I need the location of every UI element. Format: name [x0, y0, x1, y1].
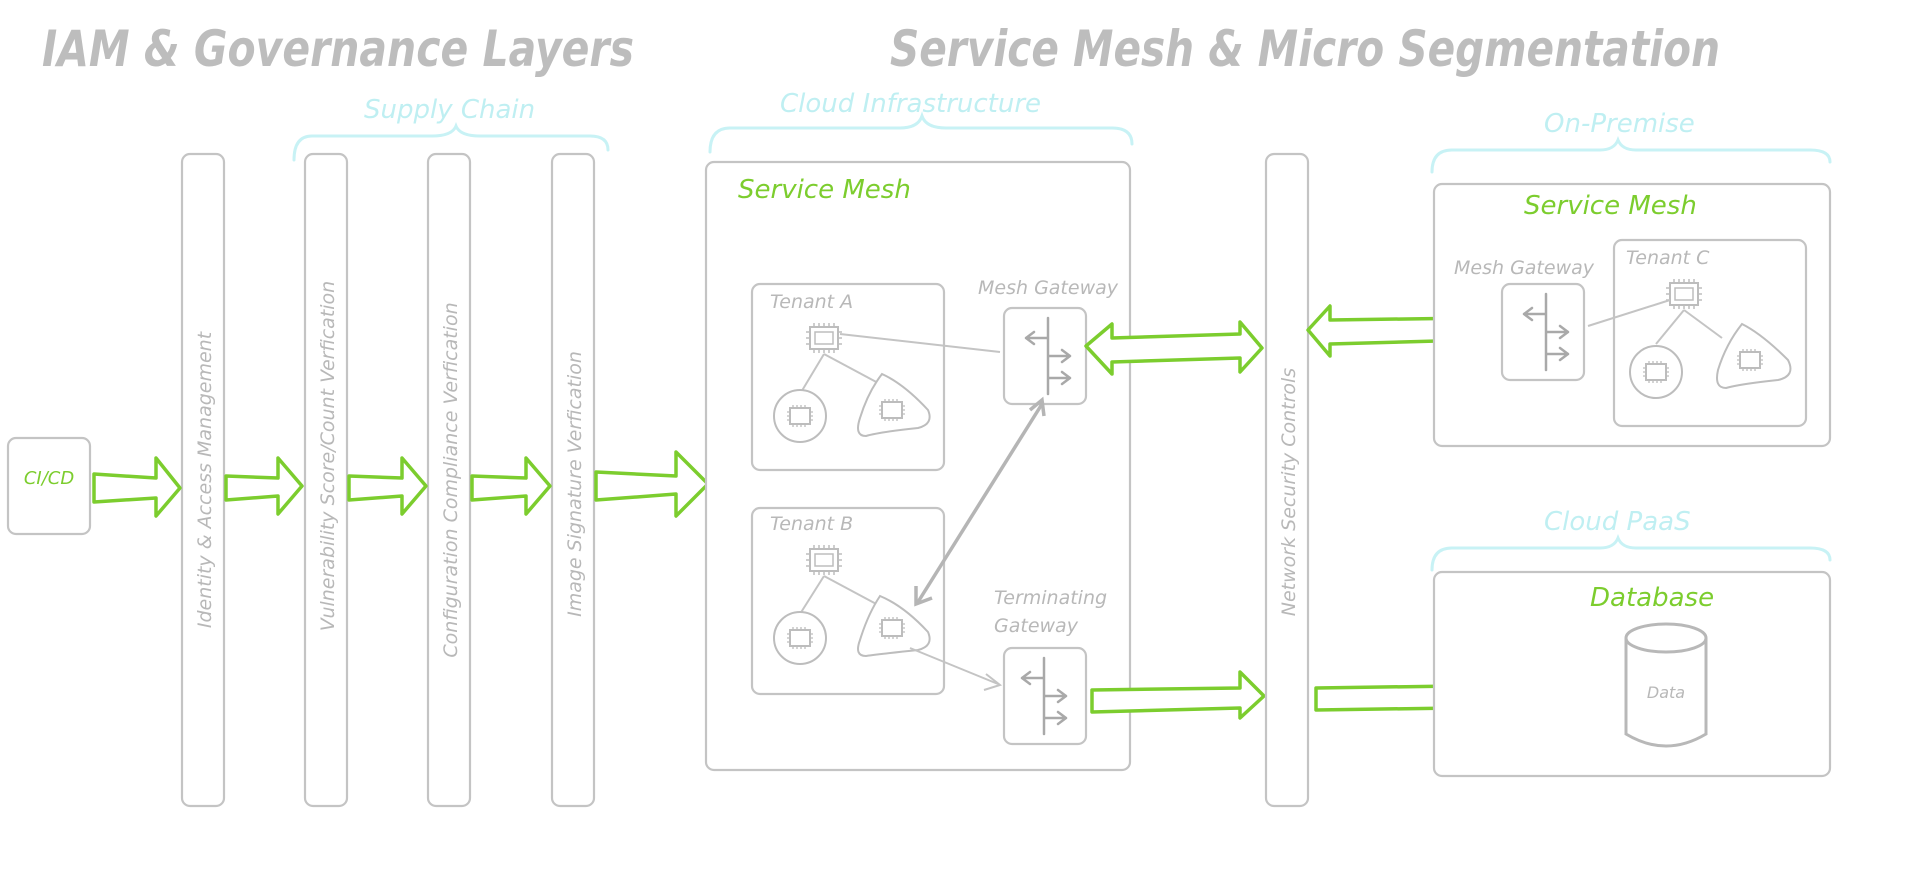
- brace-cloud-infrastructure: [708, 111, 1134, 154]
- cloud-mesh-gateway-label: Mesh Gateway: [978, 277, 1119, 299]
- layer-config-compliance-label: Configuration Compliance Verfication: [440, 302, 462, 657]
- layer-iam-label: Identity & Access Management: [194, 330, 216, 628]
- database-cylinder-icon: [1624, 638, 1708, 748]
- group-label-on-premise: On-Premise: [1544, 109, 1695, 139]
- terminating-gateway-label-1: Terminating: [994, 587, 1107, 609]
- title-iam-governance: IAM & Governance Layers: [42, 20, 634, 78]
- layer-vulnerability-label: Vulnerability Score/Count Verfication: [317, 281, 339, 631]
- network-security-controls-label: Network Security Controls: [1278, 368, 1300, 617]
- tenant-a-chip-icon: [805, 322, 843, 354]
- ci-cd-label: CI/CD: [24, 468, 74, 489]
- cloud-mesh-gateway-box[interactable]: [1002, 306, 1088, 406]
- arrow-vuln-to-config: [347, 456, 428, 516]
- layer-vulnerability[interactable]: [303, 152, 349, 808]
- arrow-image-to-cloud: [594, 450, 710, 518]
- arrow-iam-to-vuln: [224, 456, 304, 516]
- tenant-b-to-terminating-link: [909, 647, 999, 685]
- group-label-cloud-paas: Cloud PaaS: [1544, 507, 1691, 537]
- tenant-a-to-gateway-link: [839, 333, 1001, 353]
- terminating-gateway-label-2: Gateway: [994, 615, 1079, 637]
- tenant-c-chip-icon: [1665, 278, 1703, 310]
- onprem-mesh-gateway-label: Mesh Gateway: [1454, 257, 1595, 279]
- network-security-controls[interactable]: [1264, 152, 1310, 808]
- onprem-service-mesh-title: Service Mesh: [1524, 191, 1697, 221]
- tenant-b-label: Tenant B: [770, 513, 853, 535]
- arrow-mesh-gateway-to-network: [1084, 320, 1264, 376]
- title-service-mesh: Service Mesh & Micro Segmentation: [890, 20, 1720, 78]
- tenant-c-label: Tenant C: [1626, 247, 1710, 269]
- layer-image-signature-label: Image Signature Verfication: [564, 351, 586, 617]
- brace-cloud-paas: [1430, 533, 1832, 572]
- tenant-a-label: Tenant A: [770, 291, 853, 313]
- group-label-cloud-infrastructure: Cloud Infrastructure: [780, 89, 1041, 119]
- cloud-service-mesh-title: Service Mesh: [738, 175, 911, 205]
- onprem-mesh-gateway-box[interactable]: [1500, 282, 1586, 382]
- tenant-b-chip-icon: [805, 544, 843, 576]
- group-label-supply-chain: Supply Chain: [364, 95, 535, 125]
- ci-cd-box[interactable]: [6, 436, 92, 536]
- layer-image-signature[interactable]: [550, 152, 596, 808]
- database-title: Database: [1590, 583, 1714, 613]
- brace-on-premise: [1430, 135, 1832, 174]
- arrow-config-to-image: [470, 456, 552, 516]
- gateway-to-tenant-b-arrow: [916, 403, 1044, 603]
- layer-iam[interactable]: [180, 152, 226, 808]
- arrow-cicd-to-iam: [92, 456, 182, 518]
- database-data-label: Data: [1647, 683, 1685, 702]
- brace-supply-chain: [292, 121, 610, 162]
- layer-config-compliance[interactable]: [426, 152, 472, 808]
- arrow-terminating-to-network: [1090, 670, 1266, 720]
